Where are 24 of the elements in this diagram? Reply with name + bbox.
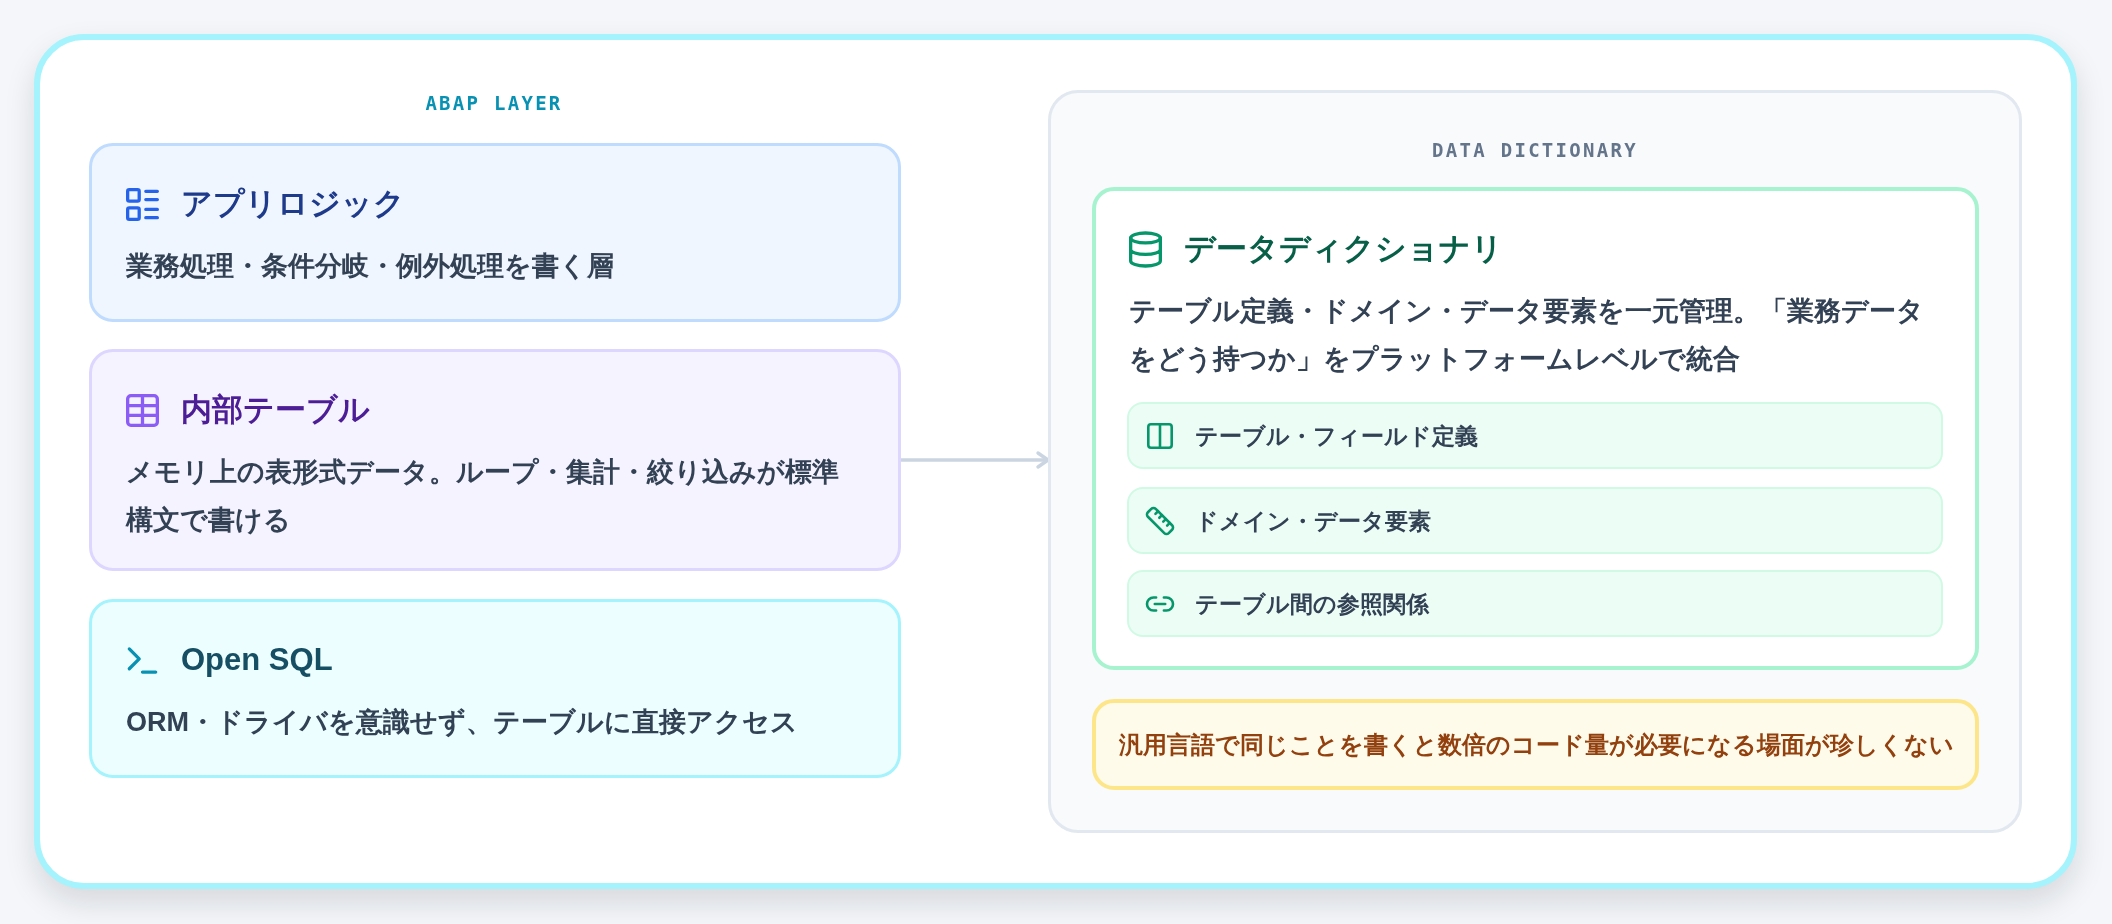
feature-row [1127, 487, 1943, 554]
card-description: ORM・ドライバを意識せず、テーブルに直接アクセス [126, 706, 798, 739]
feature-row [1127, 402, 1943, 469]
card-title: Open SQL [181, 641, 333, 679]
row-label: ドメイン・データ要素 [1195, 506, 1431, 536]
card-title: データディクショナリ [1184, 230, 1503, 268]
feature-row [1127, 570, 1943, 637]
note-callout [1092, 699, 1979, 790]
card-description: テーブル定義・ドメイン・データ要素を一元管理。「業務データをどう持つか」をプラットフォームレベルで統合 [1129, 295, 1925, 376]
note-text: 汎用言語で同じことを書くと数倍のコード量が必要になる場面が珍しくない [1119, 730, 1954, 760]
card-title: アプリロジック [181, 185, 405, 223]
card-title: 内部テーブル [181, 391, 370, 429]
card-description: メモリ上の表形式データ。ループ・集計・絞り込みが標準構文で書ける [126, 456, 840, 537]
layer-card [89, 143, 901, 322]
layer-card [89, 599, 901, 778]
row-label: テーブル・フィールド定義 [1195, 421, 1478, 451]
section-heading: ABAP LAYER [425, 91, 563, 116]
section-heading: DATA DICTIONARY [1432, 138, 1638, 163]
feature-card [1092, 187, 1979, 670]
arrow [899, 451, 1050, 469]
layer-card [89, 349, 901, 571]
section-panel [1048, 90, 2022, 833]
card-description: 業務処理・条件分岐・例外処理を書く層 [126, 250, 614, 283]
row-label: テーブル間の参照関係 [1195, 589, 1429, 619]
